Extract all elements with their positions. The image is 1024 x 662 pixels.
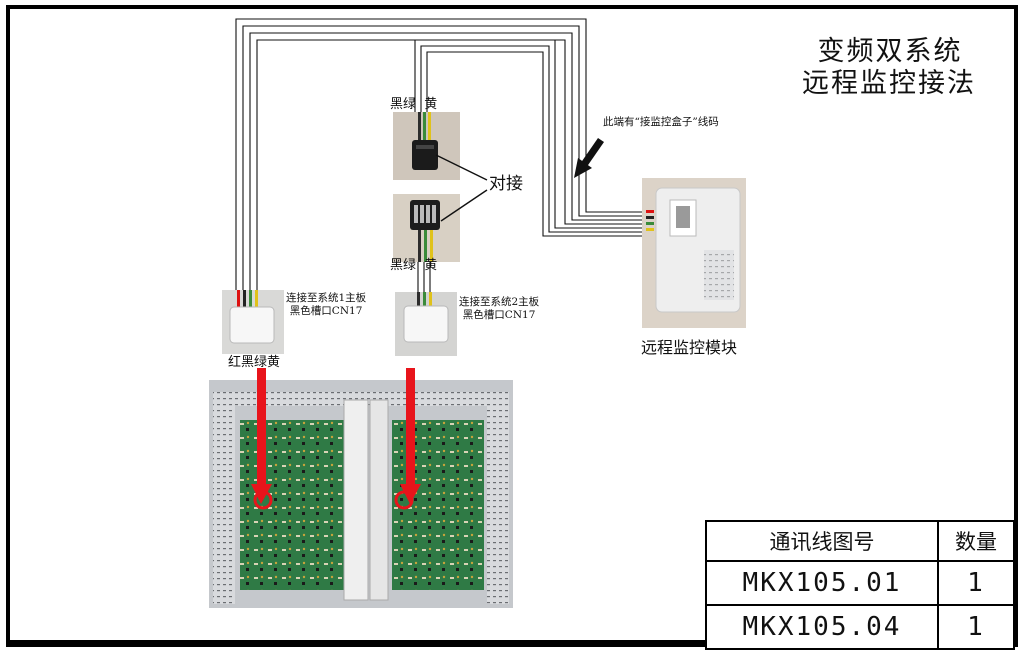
wire-colors-top-label: 黑绿 黄: [390, 97, 438, 112]
connector-photo-bottom: [393, 194, 460, 262]
plug-photo-system2: [395, 292, 457, 356]
system1-target-label: 连接至系统1主板 黑色槽口CN17: [286, 292, 367, 318]
cable-system2: [414, 39, 642, 237]
connector-photo-top: [393, 112, 460, 180]
main-board-system2: [392, 420, 484, 590]
system1-wire-colors-label: 红黑绿黄: [228, 355, 281, 370]
parts-table-header: 通讯线图号 数量: [705, 520, 1015, 562]
table-row: MKX105.01 1: [705, 560, 1015, 606]
row-qty: 1: [937, 604, 1015, 650]
sheet-bottom-rule: [8, 640, 1016, 646]
cable-note-arrow: [574, 138, 604, 178]
header-quantity: 数量: [937, 520, 1015, 562]
header-drawing-number: 通讯线图号: [705, 520, 939, 562]
parts-table: 通讯线图号 数量 MKX105.01 1 MKX105.04 1: [705, 520, 1015, 650]
remote-module-photo: [642, 178, 746, 328]
plug-photo-system1: [222, 290, 284, 354]
cable-mated-link: [417, 262, 431, 292]
mate-pointer-lines: [435, 154, 488, 222]
mate-label: 对接: [489, 174, 523, 194]
red-arrows: [251, 368, 421, 504]
system2-target-label: 连接至系统2主板 黑色槽口CN17: [459, 296, 540, 322]
row-code: MKX105.04: [705, 604, 939, 650]
row-code: MKX105.01: [705, 560, 939, 606]
diagram-title-line1: 变频双系统: [817, 36, 963, 67]
wire-colors-bottom-label: 黑绿 黄: [390, 258, 438, 273]
cable-system1: [235, 18, 642, 292]
table-row: MKX105.04 1: [705, 604, 1015, 650]
cabinet-photo: [209, 380, 513, 608]
remote-module-label: 远程监控模块: [641, 338, 738, 357]
row-qty: 1: [937, 560, 1015, 606]
cable-note-label: 此端有“接监控盒子”线码: [603, 116, 719, 128]
diagram-title-line2: 远程监控接法: [802, 68, 976, 99]
